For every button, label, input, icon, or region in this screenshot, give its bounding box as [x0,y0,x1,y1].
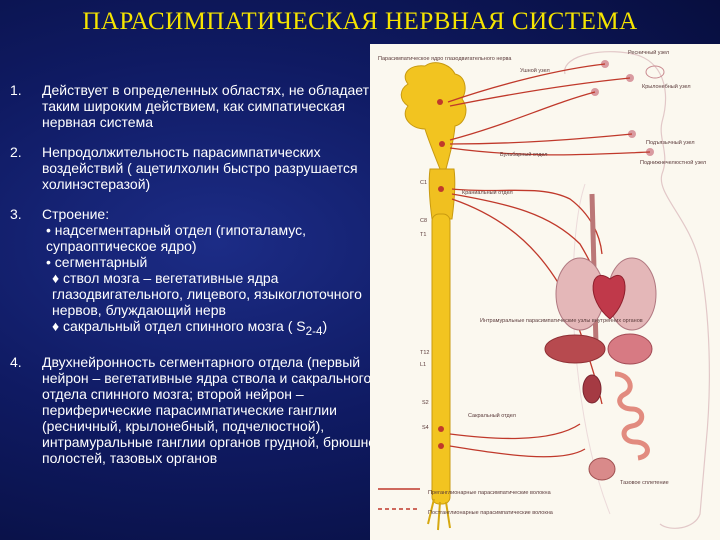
intestine [615,374,647,458]
anatomy-figure: Парасимпатическое ядро глазодвигательног… [370,44,720,540]
list-item-3: 3. Строение: • надсегментарный отдел (ги… [10,206,384,340]
spine-label: C1 [420,180,427,186]
fig-label: Преганглионарные парасимпатические волок… [428,490,552,496]
sacral-text: ♦ сакральный отдел спинного мозга ( S [52,318,306,334]
spine-label: T1 [420,232,426,238]
spine-label: L1 [420,362,426,368]
sacral-closing: ) [322,318,327,334]
nucleus-dot [437,99,443,105]
spinal-cord [432,214,450,504]
fig-label: Поднижнечелюстной узел [640,159,706,166]
spine-label: S2 [422,400,429,406]
structure-heading: Строение: [42,206,384,222]
brain-shape [401,63,466,169]
stomach [608,334,652,364]
fiber [450,134,632,144]
list-item-text: Двухнейронность сегментарного отдела (пе… [42,354,384,466]
slide-title: ПАРАСИМПАТИЧЕСКАЯ НЕРВНАЯ СИСТЕМА [0,8,720,36]
sacral-item: ♦ сакральный отдел спинного мозга ( S2-4… [42,318,384,340]
sacral-fiber [450,446,585,457]
fig-label: Сакральный отдел [468,412,516,419]
nucleus-dot [438,186,444,192]
fig-label: Парасимпатическое ядро глазодвигательног… [378,56,512,62]
fig-label: Постганглионарные парасимпатические воло… [428,510,554,516]
list-item-4: 4. Двухнейронность сегментарного отдела … [10,354,384,466]
fig-label: Бульбарный отдел [500,151,548,158]
sacral-subscript: 2-4 [306,325,323,338]
spine-label: C8 [420,218,427,224]
nucleus-dot [438,426,444,432]
list-number: 3. [10,206,22,222]
brainstem-shape [429,169,455,219]
segmental-item: • сегментарный [42,254,384,270]
fiber [450,148,650,155]
brainstem-item: ♦ ствол мозга – вегетативные ядра глазод… [42,270,384,318]
kidney [583,375,601,403]
sacral-fiber [450,424,580,438]
list-item-text: Действует в определенных областях, не об… [42,82,369,130]
fiber [450,92,595,140]
list-item-text: Непродолжительность парасимпатических во… [42,144,358,192]
list-item-2: 2. Непродолжительность парасимпатических… [10,144,384,192]
nucleus-dot [439,141,445,147]
eye [646,66,664,78]
fig-label: Ушной узел [520,67,550,74]
fig-label: Интрамуральные парасимпатические узлы вн… [480,318,643,324]
fig-label: Ресничный узел [628,49,669,56]
supra-segmental-item: • надсегментарный отдел (гипоталамус, су… [42,222,384,254]
content-list: 1. Действует в определенных областях, не… [10,82,384,480]
parasympathetic-diagram: Парасимпатическое ядро глазодвигательног… [370,44,720,540]
list-number: 1. [10,82,22,98]
fig-label: Краниальный отдел [462,189,513,196]
fig-label: Подъязычный узел [646,139,695,146]
fig-label: Тазовое сплетение [620,480,669,486]
fig-label: Крылонебный узел [642,83,691,90]
list-number: 2. [10,144,22,160]
list-item-1: 1. Действует в определенных областях, не… [10,82,384,130]
spine-label: T12 [420,350,429,356]
bladder [589,458,615,480]
list-number: 4. [10,354,22,370]
liver [545,335,605,363]
nucleus-dot [438,443,444,449]
spine-label: S4 [422,425,429,431]
